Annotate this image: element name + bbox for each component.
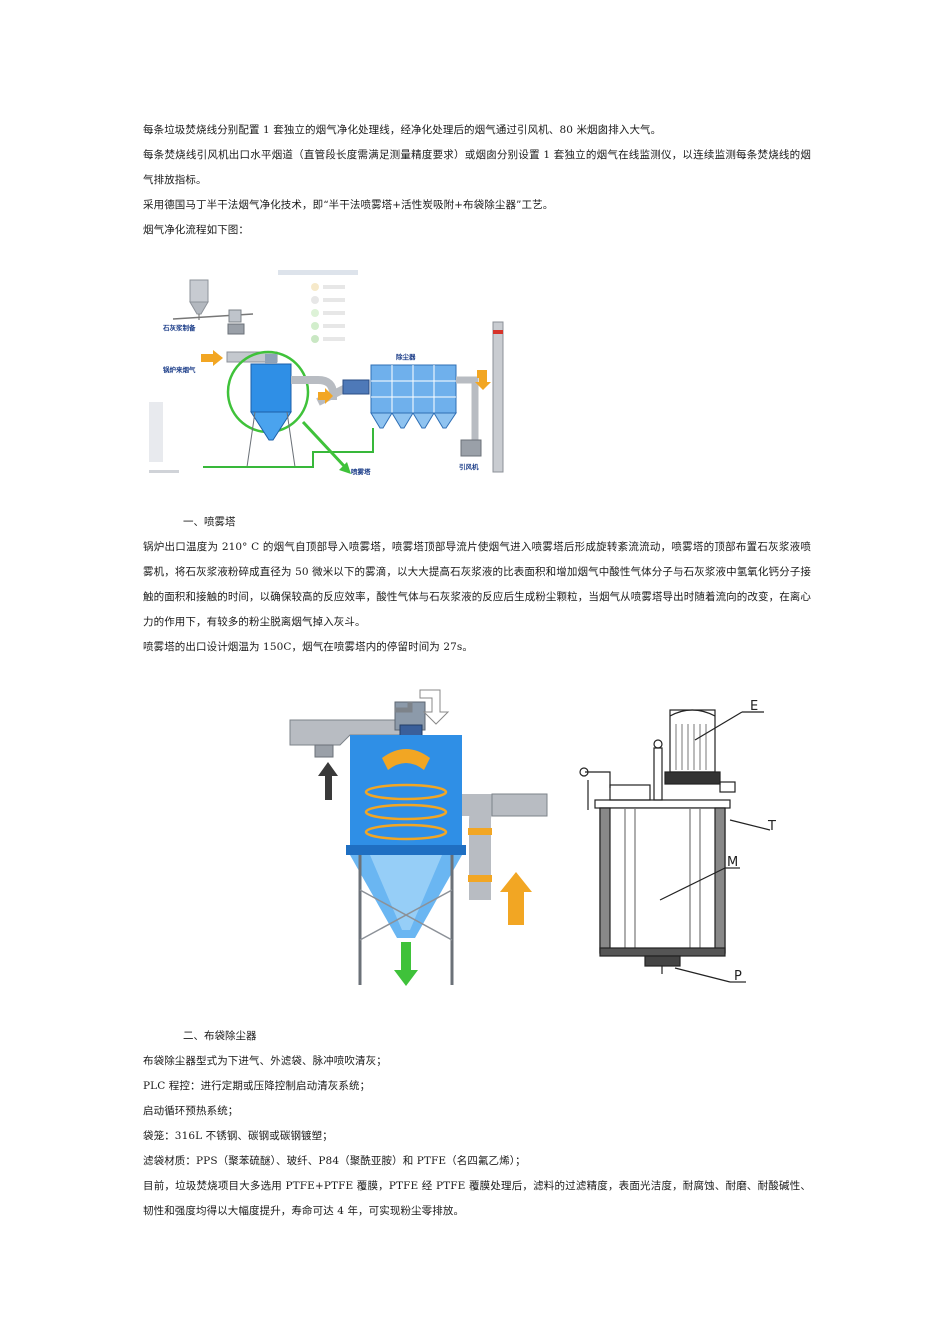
inlet-arrow — [318, 762, 338, 800]
outlet-flange-1 — [468, 828, 492, 835]
paragraph-spray-tower-params: 喷雾塔的出口设计烟温为 150C，烟气在喷雾塔内的停留时间为 27s。 — [143, 641, 473, 653]
main-cylinder — [599, 807, 726, 954]
feed-valve — [579, 767, 589, 777]
motor-body — [669, 709, 716, 773]
cone-highlight — [370, 855, 442, 930]
brace-2 — [359, 889, 453, 941]
spray-tower — [250, 354, 292, 441]
paragraph-martin-process: 采用德国马丁半干法烟气净化技术，即“半干法喷雾塔+活性炭吸附+布袋除尘器”工艺。 — [143, 199, 554, 211]
cylinder-wall-left — [599, 807, 611, 954]
heading-spray-tower: 一、喷雾塔 — [183, 516, 236, 528]
leader-T — [729, 819, 771, 831]
gearbox — [609, 784, 651, 801]
boiler-gas-arrow — [201, 350, 223, 366]
top-flange — [594, 799, 731, 809]
swirl-flow — [364, 783, 448, 841]
heading-bag-filter: 二、布袋除尘器 — [183, 1030, 257, 1042]
lime-silo — [189, 279, 209, 320]
paragraph-flow-intro: 烟气净化流程如下图： — [143, 224, 249, 236]
outlet-arrow — [500, 872, 532, 925]
id-fan — [460, 439, 482, 457]
paragraph-spray-tower-desc: 锅炉出口温度为 210° C 的烟气自顶部导入喷雾塔，喷雾塔顶部导流片使烟气进入… — [143, 541, 811, 628]
label-M: M — [727, 855, 738, 870]
slurry-feed-arrow — [419, 689, 450, 725]
faded-base — [149, 470, 179, 473]
label-E: E — [750, 699, 758, 714]
tower-ring — [346, 845, 466, 855]
guide-vane-arrow — [382, 749, 430, 770]
junction-box — [719, 781, 736, 793]
paragraph-flue-gas-line: 每条垃圾焚烧线分别配置 1 套独立的烟气净化处理线，经净化处理后的烟气通过引风机… — [143, 124, 662, 136]
paragraph-preheat: 启动循环预热系统； — [143, 1105, 239, 1117]
label-dust-collector: 除尘器 — [396, 352, 416, 361]
motor-cap — [669, 709, 716, 717]
paragraph-ptfe-membrane: 目前，垃圾焚烧项目大多选用 PTFE+PTFE 覆膜，PTFE 经 PTFE 覆… — [143, 1180, 811, 1217]
slurry-tank — [227, 323, 245, 335]
paragraph-filter-material: 滤袋材质：PPS（聚苯硫醚）、玻纤、P84（聚酰亚胺）和 PTFE（名四氟乙烯）… — [143, 1155, 526, 1167]
carbon-injection — [342, 379, 370, 395]
faded-tank — [149, 402, 163, 462]
ash-return-line — [203, 428, 374, 468]
motor-base — [664, 771, 721, 785]
side-rod — [653, 747, 663, 801]
flue-gas-flow-diagram: 石灰浆制备 锅炉来烟气 — [149, 270, 504, 476]
cylinder-wall-right — [714, 807, 726, 954]
leader-E — [694, 711, 743, 741]
leader-P — [674, 967, 731, 983]
pointer-line — [301, 420, 347, 469]
label-spray-tower: 喷雾塔 — [351, 467, 371, 476]
paragraph-plc-control: PLC 程控：进行定期或压降控制启动清灰系统； — [143, 1080, 371, 1092]
paragraph-bag-filter-type: 布袋除尘器型式为下进气、外滤袋、脉冲喷吹清灰； — [143, 1055, 387, 1067]
bottom-plate — [599, 947, 726, 957]
outlet-elbow — [462, 794, 493, 900]
motor-fins — [675, 724, 707, 770]
leader-M — [659, 867, 726, 901]
paragraph-bag-cage: 袋笼：316L 不锈钢、碳钢或碳钢镀塑； — [143, 1130, 333, 1142]
label-P: P — [734, 969, 742, 984]
outlet-pipe — [491, 793, 548, 817]
tower-leg-left — [246, 411, 256, 468]
label-T: T — [767, 819, 776, 834]
gas-flow-arrow — [318, 388, 333, 404]
faded-legend — [278, 270, 358, 343]
atomizer-technical-drawing: E T M P — [579, 699, 776, 984]
spray-tower-illustration — [289, 689, 548, 986]
chimney-stack — [492, 321, 504, 473]
feed-pipe-left — [585, 771, 611, 788]
pointer-arrowhead — [339, 462, 351, 474]
label-id-fan: 引风机 — [459, 462, 479, 471]
feed-pipe — [395, 702, 413, 713]
ash-discharge-arrow — [394, 942, 418, 986]
outlet-flow-arrow — [475, 370, 491, 390]
lime-mixer — [228, 309, 242, 323]
tower-leg-right — [286, 411, 296, 468]
bag-dust-collector — [370, 364, 457, 429]
collector-outlet-duct — [456, 376, 479, 447]
outlet-flange-2 — [468, 875, 492, 882]
paragraph-online-monitor: 每条焚烧线引风机出口水平烟道（直管段长度需满足测量精度要求）或烟囱分别设置 1 … — [143, 149, 811, 186]
atomizer-wheel — [644, 955, 681, 967]
inlet-flange — [314, 744, 334, 758]
label-boiler-gas: 锅炉来烟气 — [163, 365, 196, 374]
side-rod-cap — [653, 739, 663, 749]
label-lime-prep: 石灰浆制备 — [162, 323, 196, 332]
